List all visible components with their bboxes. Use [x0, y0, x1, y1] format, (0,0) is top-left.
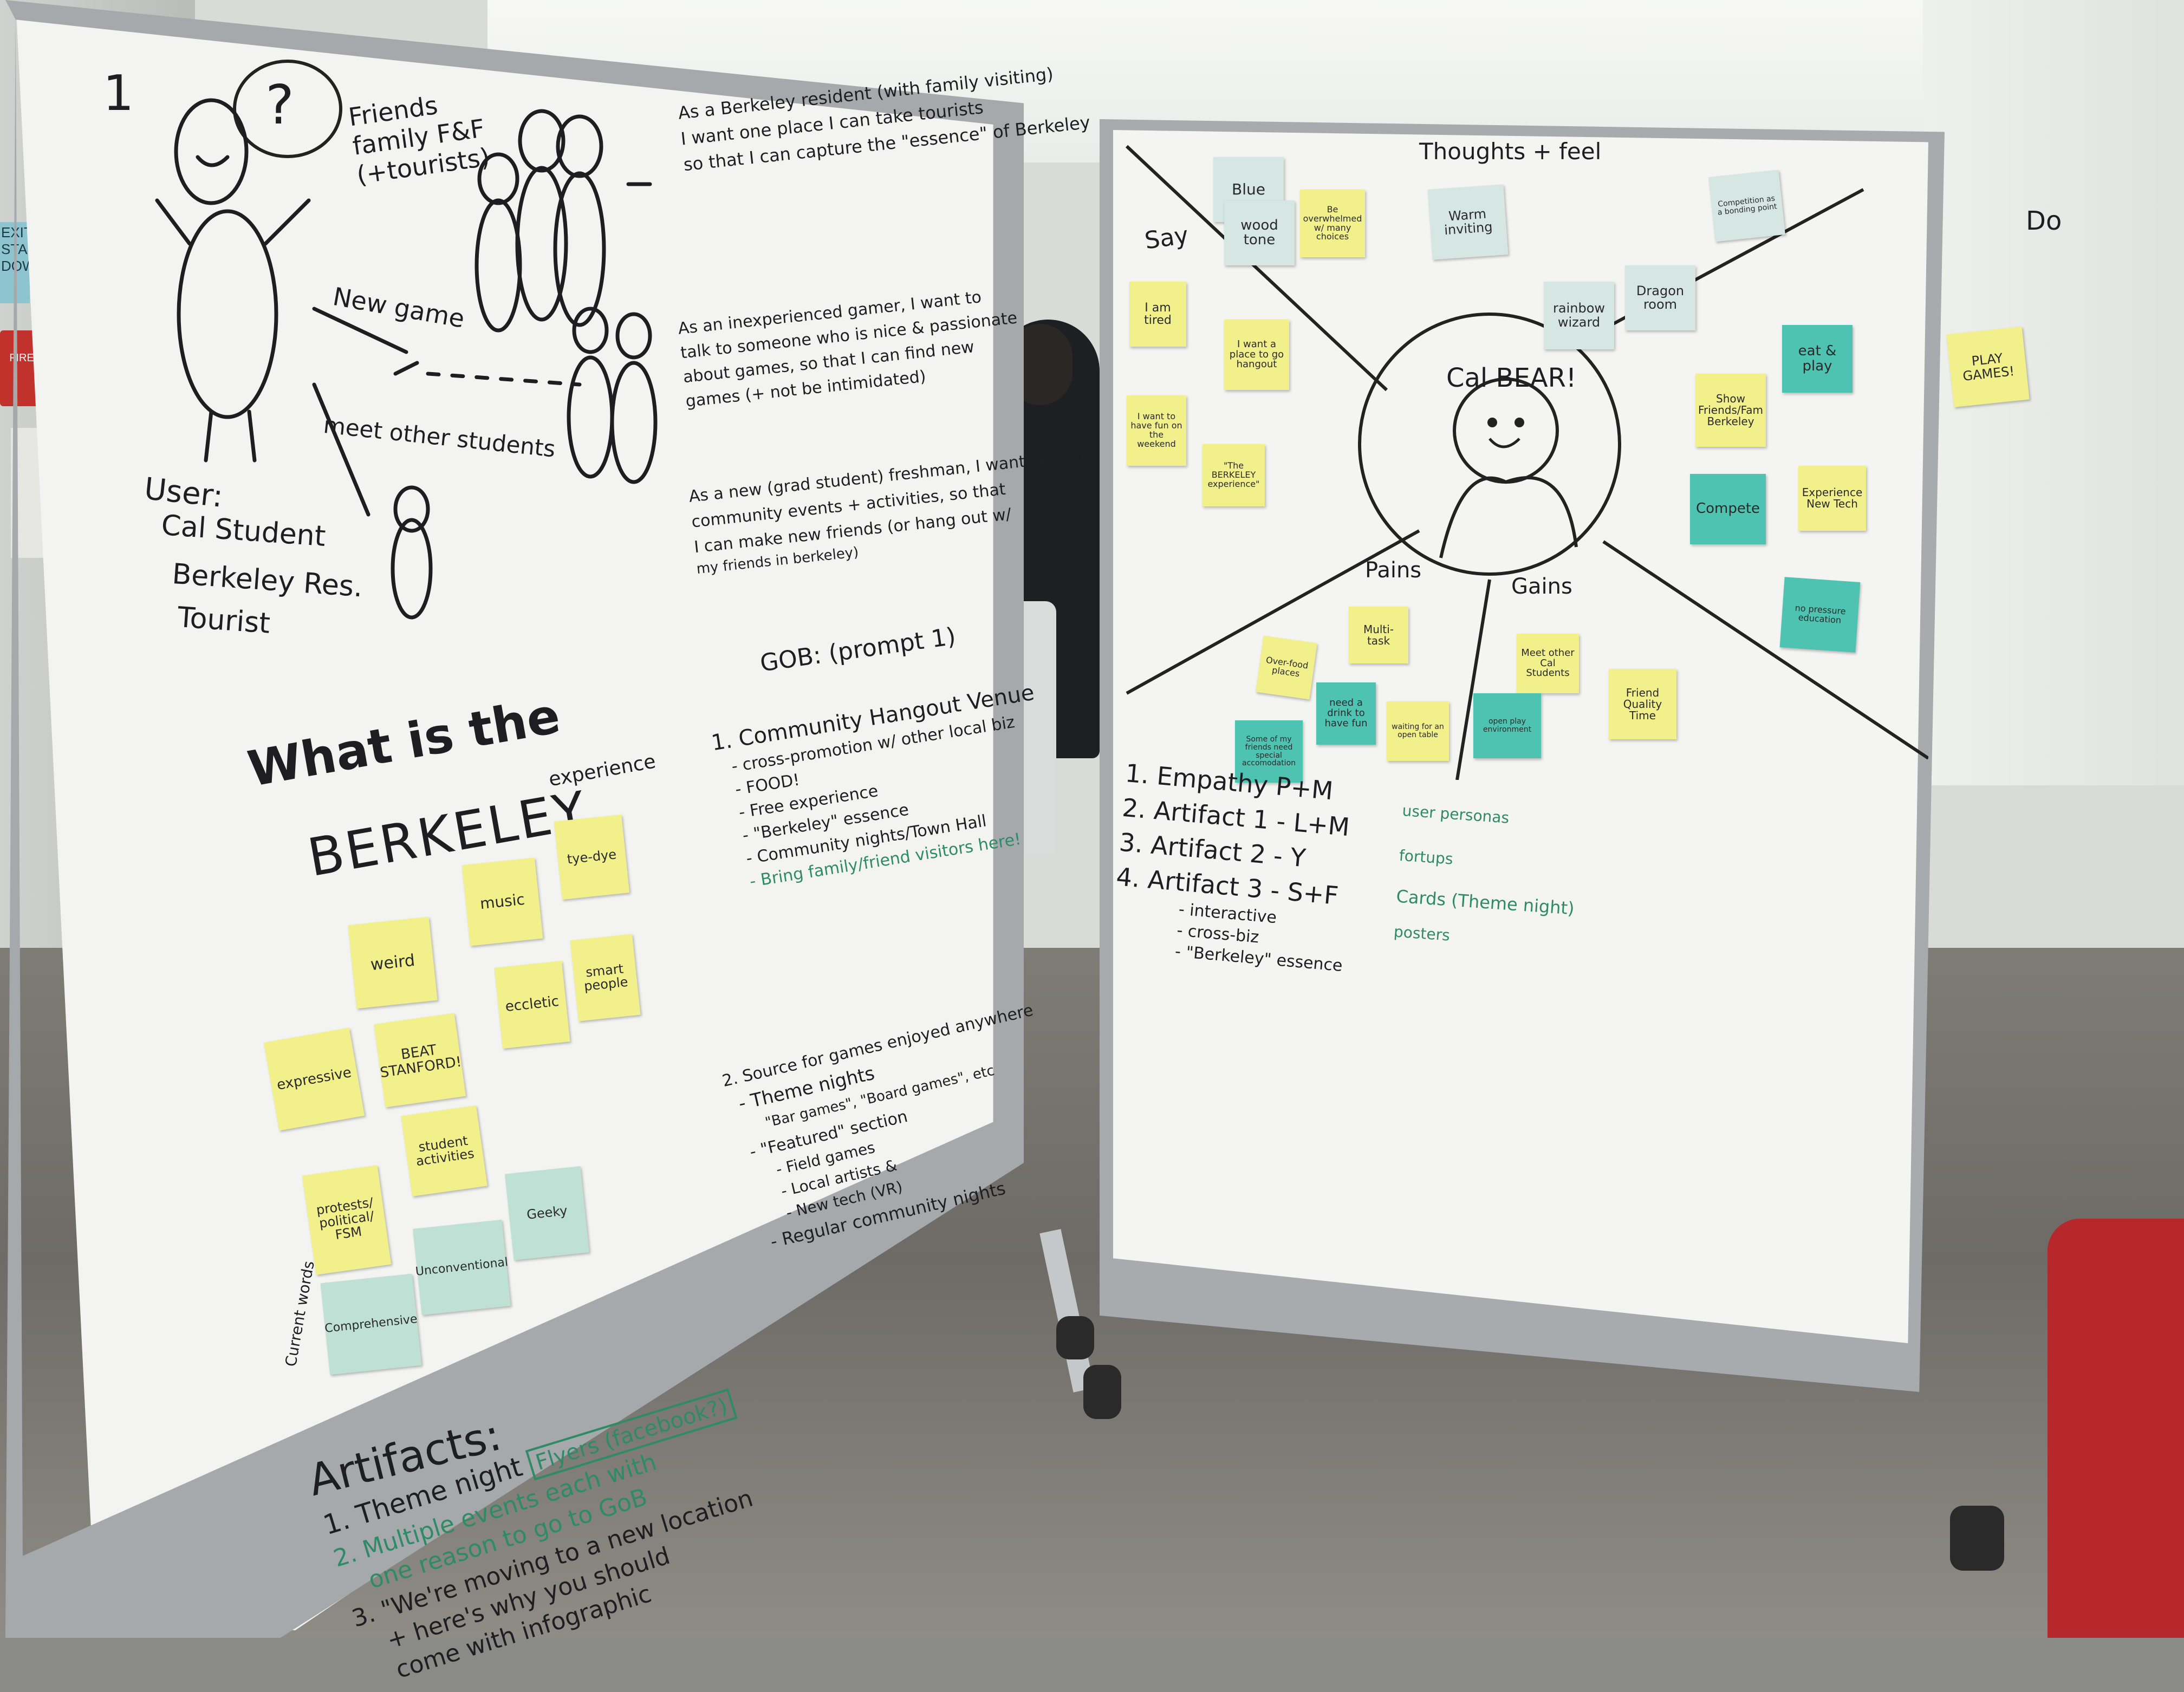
note-want-hangout: I want a place to go hangout: [1224, 320, 1289, 390]
note-multi-task: Multi-task: [1349, 607, 1408, 663]
note-friend-quality-time: Friend Quality Time: [1609, 669, 1676, 739]
note-weird: weird: [348, 916, 438, 1009]
user-tourist: Tourist: [176, 601, 271, 640]
note-competition: Competition as a bonding point: [1708, 170, 1785, 242]
note-geeky: Geeky: [505, 1166, 589, 1260]
note-student-activities: student activities: [401, 1105, 487, 1197]
note-rainbow-wizard: rainbow wizard: [1544, 282, 1614, 349]
plan-list: 1. Empathy P+M 2. Artifact 1 - L+M 3. Ar…: [1109, 758, 1358, 975]
note-comprehensive: Comprehensive: [320, 1273, 422, 1375]
note-eat-play: eat & play: [1782, 325, 1852, 393]
wheel: [1083, 1365, 1121, 1419]
note-smart-people: smart people: [570, 934, 641, 1021]
gains-label: Gains: [1511, 574, 1572, 599]
note-expressive: expressive: [263, 1027, 365, 1131]
note-beat-stanford: BEAT STANFORD!: [373, 1013, 466, 1108]
wheel: [1950, 1506, 2004, 1571]
board-number: 1: [103, 65, 134, 122]
plan-note: fortups: [1398, 846, 1454, 868]
note-experience-new-tech: Experience New Tech: [1798, 466, 1866, 531]
thought-bubble: [233, 60, 342, 158]
wheel: [1056, 1316, 1094, 1359]
note-protests: protests/ political/ FSM: [302, 1165, 392, 1275]
center-label: Cal BEAR!: [1446, 363, 1577, 393]
note-overwhelmed: Be overwhelmed w/ many choices: [1300, 190, 1365, 257]
note-compete: Compete: [1690, 474, 1766, 544]
question-mark: ?: [265, 73, 295, 136]
note-special-accomodation: Some of my friends need special accomoda…: [1235, 720, 1303, 783]
empathy-map-lines: [1125, 145, 1928, 780]
plan-note: Cards (Theme night): [1395, 886, 1575, 919]
note-tye-dye: tye-dye: [554, 814, 630, 900]
do-label: Do: [2026, 206, 2062, 236]
note-warm-inviting: Warm inviting: [1427, 184, 1509, 260]
note-open-play: open play environment: [1473, 693, 1541, 758]
note-unconventional: Unconventional: [413, 1219, 511, 1316]
note-need-drink: need a drink to have fun: [1316, 682, 1376, 745]
pains-label: Pains: [1365, 558, 1422, 583]
note-dragon-room: Dragon room: [1625, 265, 1695, 330]
note-wood-tone: wood tone: [1224, 200, 1295, 265]
red-chair: [2047, 1219, 2184, 1638]
note-berkeley-experience: "The BERKELEY experience": [1202, 444, 1265, 506]
empathy-title: Thoughts + feel: [1419, 138, 1602, 165]
note-over-food: Over-food places: [1256, 635, 1317, 700]
stick-figures: [155, 98, 658, 620]
plan-notes: user personas fortups Cards (Theme night…: [1393, 802, 1581, 953]
note-eccletic: eccletic: [494, 960, 570, 1049]
note-meet-students: Meet other Cal Students: [1517, 634, 1579, 693]
note-i-am-tired: I am tired: [1129, 282, 1186, 347]
note-music: music: [461, 857, 543, 946]
note-play-games: PLAY GAMES!: [1946, 327, 2030, 407]
note-no-pressure: no pressure education: [1779, 577, 1861, 653]
note-show-friends: Show Friends/Fam Berkeley: [1695, 374, 1766, 447]
note-want-fun: I want to have fun on the weekend: [1127, 395, 1186, 466]
note-waiting-table: waiting for an open table: [1387, 701, 1449, 761]
